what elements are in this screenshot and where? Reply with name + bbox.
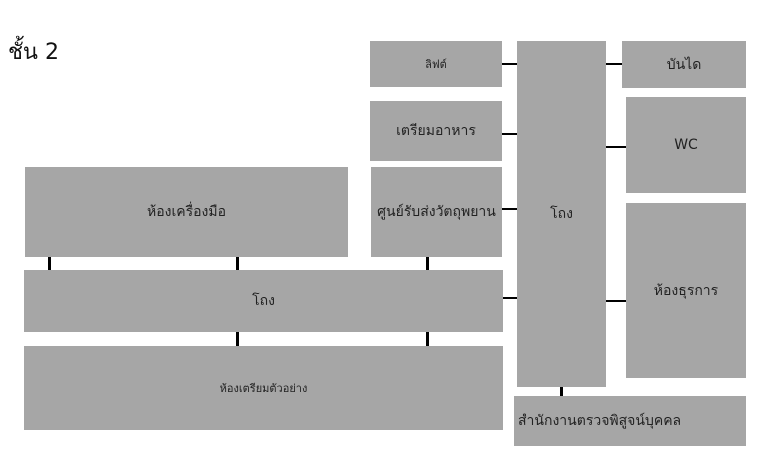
connector-wc-hall <box>606 146 626 148</box>
floor-title: ชั้น 2 <box>8 40 59 65</box>
connector-mainhall-sample-2 <box>426 332 429 346</box>
connector-stairs-hall <box>606 63 622 65</box>
connector-tool-mainhall-2 <box>236 257 239 270</box>
connector-hall-office <box>560 387 563 396</box>
connector-admin-hall <box>606 300 626 302</box>
room-forensic-office: สำนักงานตรวจพิสูจน์บุคคล <box>514 396 746 446</box>
connector-lift-hall <box>502 63 517 65</box>
connector-mainhall-sample-1 <box>236 332 239 346</box>
connector-evidence-hall <box>502 208 517 210</box>
room-admin: ห้องธุรการ <box>626 203 746 378</box>
room-stairs: บันได <box>622 41 746 88</box>
connector-tool-mainhall-1 <box>48 257 51 270</box>
room-wc: WC <box>626 97 746 193</box>
room-sample-prep: ห้องเตรียมตัวอย่าง <box>24 346 503 430</box>
connector-prepfood-hall <box>502 133 517 135</box>
room-prep-food: เตรียมอาหาร <box>370 101 502 161</box>
room-lift: ลิฟต์ <box>370 41 502 87</box>
room-tool-room: ห้องเครื่องมือ <box>25 167 348 257</box>
room-hall-right: โถง <box>517 41 606 387</box>
connector-mainhall-hall <box>503 297 517 299</box>
connector-evidence-mainhall <box>426 257 429 270</box>
room-hall-main: โถง <box>24 270 503 332</box>
room-evidence-center: ศูนย์รับส่งวัตถุพยาน <box>371 167 502 257</box>
